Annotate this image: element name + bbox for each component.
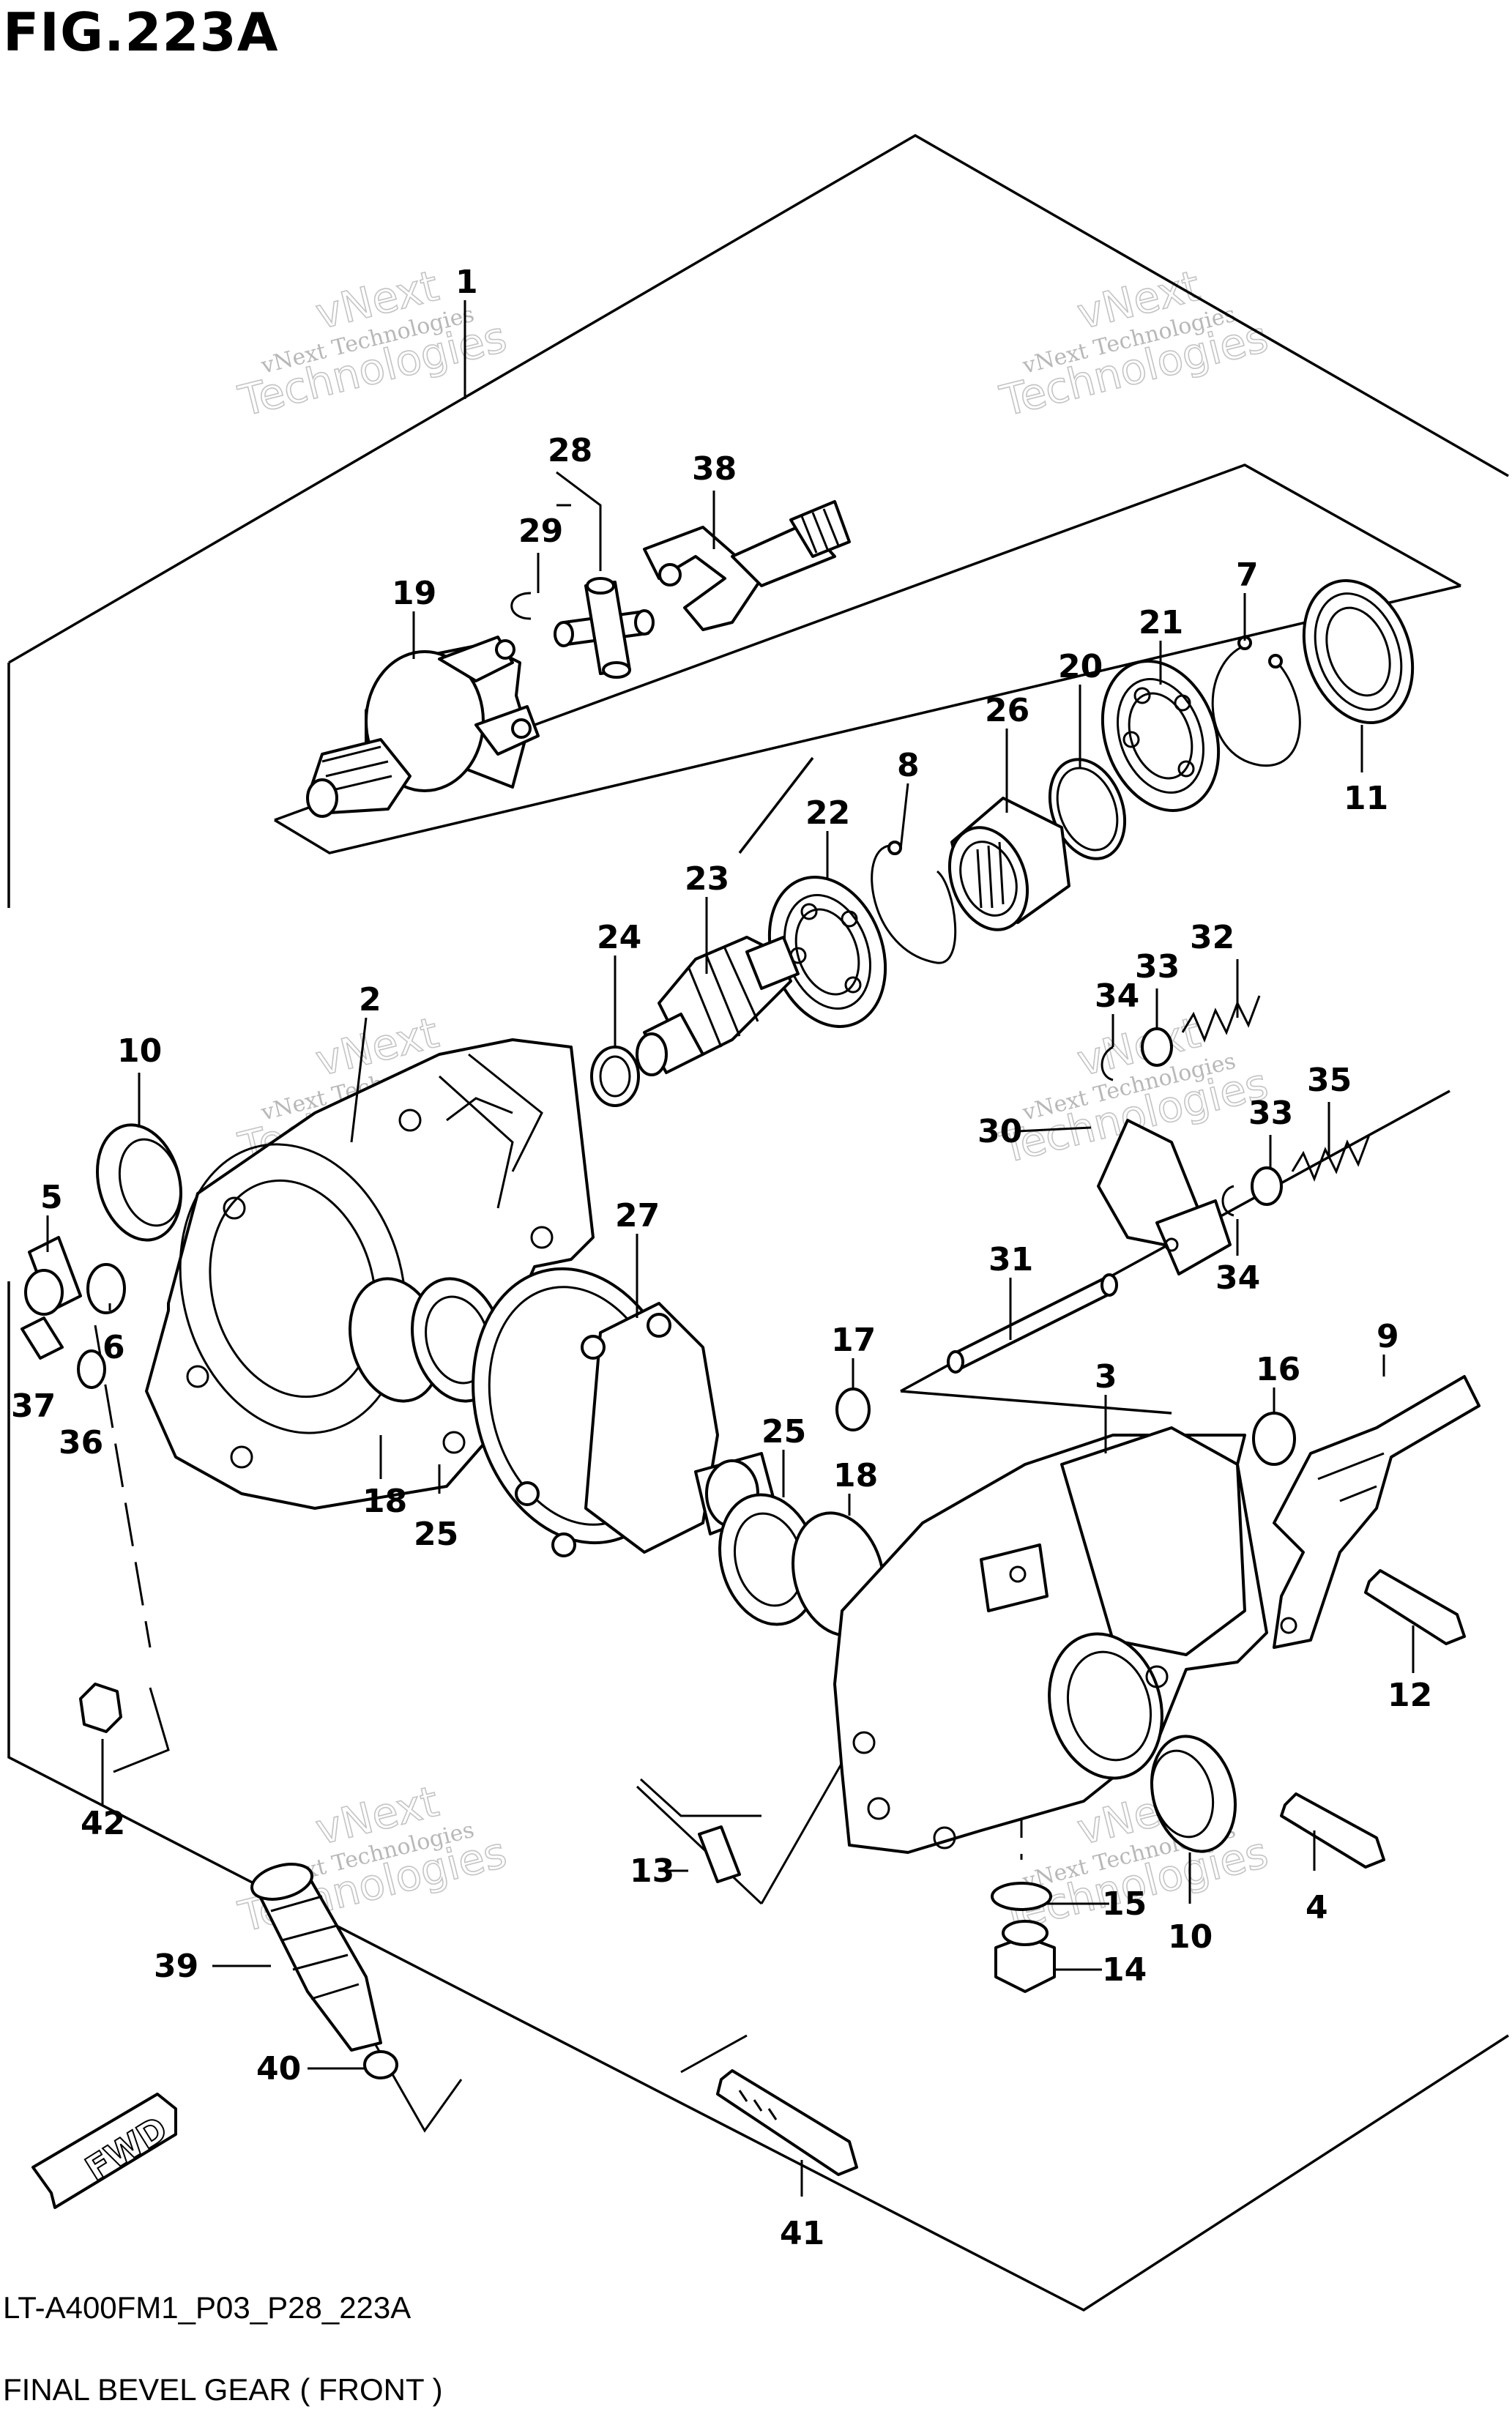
fwd-arrow: FWD bbox=[31, 2093, 177, 2209]
callout-35: 35 bbox=[1307, 1062, 1352, 1099]
callout-25-left: 25 bbox=[414, 1516, 458, 1553]
part-30-shift-fork bbox=[1097, 1119, 1232, 1275]
callout-27: 27 bbox=[615, 1197, 660, 1234]
part-13-dowel-pin bbox=[698, 1825, 741, 1883]
part-11-oil-seal bbox=[1302, 579, 1415, 724]
callout-12: 12 bbox=[1388, 1677, 1432, 1714]
part-28-spider bbox=[554, 577, 655, 679]
callout-19: 19 bbox=[392, 575, 436, 612]
part-4-bolt bbox=[1280, 1792, 1385, 1869]
callout-18-right: 18 bbox=[833, 1457, 878, 1494]
callout-15: 15 bbox=[1102, 1885, 1147, 1923]
part-17-collar bbox=[835, 1388, 871, 1431]
callout-32: 32 bbox=[1190, 919, 1234, 956]
callout-10-right: 10 bbox=[1168, 1918, 1213, 1956]
figure-title: FIG.223A bbox=[3, 1, 279, 63]
callout-28: 28 bbox=[548, 432, 592, 469]
callout-34-lower: 34 bbox=[1215, 1259, 1260, 1297]
callout-34-upper: 34 bbox=[1095, 977, 1139, 1015]
part-42-nut bbox=[79, 1683, 122, 1733]
leader-lines bbox=[113, 1687, 880, 2133]
part-10-oil-seal-right bbox=[1150, 1735, 1237, 1853]
callout-22: 22 bbox=[805, 794, 850, 832]
part-35-spring bbox=[1291, 1134, 1371, 1182]
callout-37: 37 bbox=[11, 1388, 56, 1425]
callout-14: 14 bbox=[1102, 1951, 1147, 1989]
part-26-sleeve bbox=[947, 797, 1070, 931]
part-37-bolt bbox=[21, 1316, 64, 1360]
part-38-yoke-shaft bbox=[643, 500, 851, 631]
callout-5: 5 bbox=[40, 1179, 63, 1216]
callout-4: 4 bbox=[1306, 1889, 1328, 1926]
callout-33-upper: 33 bbox=[1135, 948, 1180, 986]
figure-code: LT-A400FM1_P03_P28_223A bbox=[3, 2290, 411, 2325]
part-29-circlip bbox=[510, 592, 532, 620]
callout-33-lower: 33 bbox=[1248, 1095, 1293, 1132]
callout-42: 42 bbox=[81, 1805, 125, 1842]
part-19-flange bbox=[306, 636, 540, 818]
part-10-oil-seal-left bbox=[95, 1123, 183, 1242]
part-41-bolt bbox=[716, 2069, 858, 2176]
callout-labels: 1 2 3 4 5 6 7 8 9 10 10 11 12 13 14 15 1… bbox=[11, 264, 1432, 2252]
callout-24: 24 bbox=[597, 919, 641, 956]
callout-1: 1 bbox=[455, 264, 478, 301]
callout-30: 30 bbox=[977, 1113, 1022, 1150]
callout-39: 39 bbox=[154, 1948, 198, 1985]
part-5-breather bbox=[24, 1236, 82, 1316]
callout-6: 6 bbox=[103, 1329, 125, 1366]
part-14-drain-plug bbox=[994, 1920, 1056, 1993]
part-7-circlip bbox=[1211, 643, 1301, 767]
callout-18-left: 18 bbox=[362, 1483, 407, 1520]
part-8-circlip-eye bbox=[887, 841, 902, 855]
part-33-washer-upper bbox=[1141, 1027, 1173, 1067]
callout-16: 16 bbox=[1256, 1351, 1300, 1388]
part-36-washer bbox=[77, 1349, 106, 1389]
callout-38: 38 bbox=[692, 450, 737, 488]
callout-8: 8 bbox=[897, 747, 920, 784]
callout-25-right: 25 bbox=[761, 1413, 806, 1450]
callout-9: 9 bbox=[1377, 1318, 1399, 1355]
part-40-clamp bbox=[363, 2050, 398, 2079]
part-23-pinion-gear bbox=[636, 936, 800, 1076]
callout-10-left: 10 bbox=[117, 1032, 162, 1070]
part-32-spring bbox=[1181, 995, 1261, 1043]
callout-29: 29 bbox=[518, 513, 563, 550]
callout-26: 26 bbox=[985, 692, 1029, 729]
callout-17: 17 bbox=[831, 1322, 876, 1359]
part-9-bracket bbox=[1273, 1375, 1481, 1649]
part-34-circlip-lower bbox=[1221, 1185, 1234, 1217]
part-39-boot bbox=[250, 1863, 382, 2052]
callout-13: 13 bbox=[630, 1852, 674, 1890]
callout-2: 2 bbox=[359, 981, 381, 1018]
part-7-circlip-eye bbox=[1268, 654, 1283, 668]
callout-3: 3 bbox=[1095, 1358, 1117, 1396]
part-15-gasket bbox=[991, 1882, 1052, 1911]
part-34-circlip-upper bbox=[1101, 1046, 1114, 1081]
part-20-ring bbox=[1048, 758, 1127, 860]
callout-20: 20 bbox=[1058, 648, 1103, 685]
part-31-shaft bbox=[947, 1273, 1118, 1374]
callout-23: 23 bbox=[685, 860, 729, 898]
figure-caption: FINAL BEVEL GEAR ( FRONT ) bbox=[3, 2372, 443, 2407]
callout-leaders bbox=[46, 300, 1415, 2197]
callout-7: 7 bbox=[1236, 556, 1259, 594]
callout-41: 41 bbox=[780, 2215, 824, 2252]
callout-40: 40 bbox=[256, 2050, 301, 2087]
part-8-circlip bbox=[871, 844, 957, 964]
callout-36: 36 bbox=[59, 1424, 103, 1461]
part-21-bearing bbox=[1101, 660, 1221, 812]
callout-21: 21 bbox=[1139, 604, 1183, 641]
part-16-collar bbox=[1252, 1412, 1296, 1466]
callout-11: 11 bbox=[1344, 780, 1388, 817]
assembly-frame bbox=[7, 133, 1509, 2312]
part-33-washer-lower bbox=[1251, 1166, 1283, 1206]
part-3-housing bbox=[833, 1426, 1268, 1854]
part-12-bolt bbox=[1364, 1569, 1466, 1645]
callout-31: 31 bbox=[988, 1241, 1033, 1278]
part-24-needle-bearing bbox=[590, 1046, 640, 1107]
part-6-washer bbox=[86, 1263, 126, 1314]
